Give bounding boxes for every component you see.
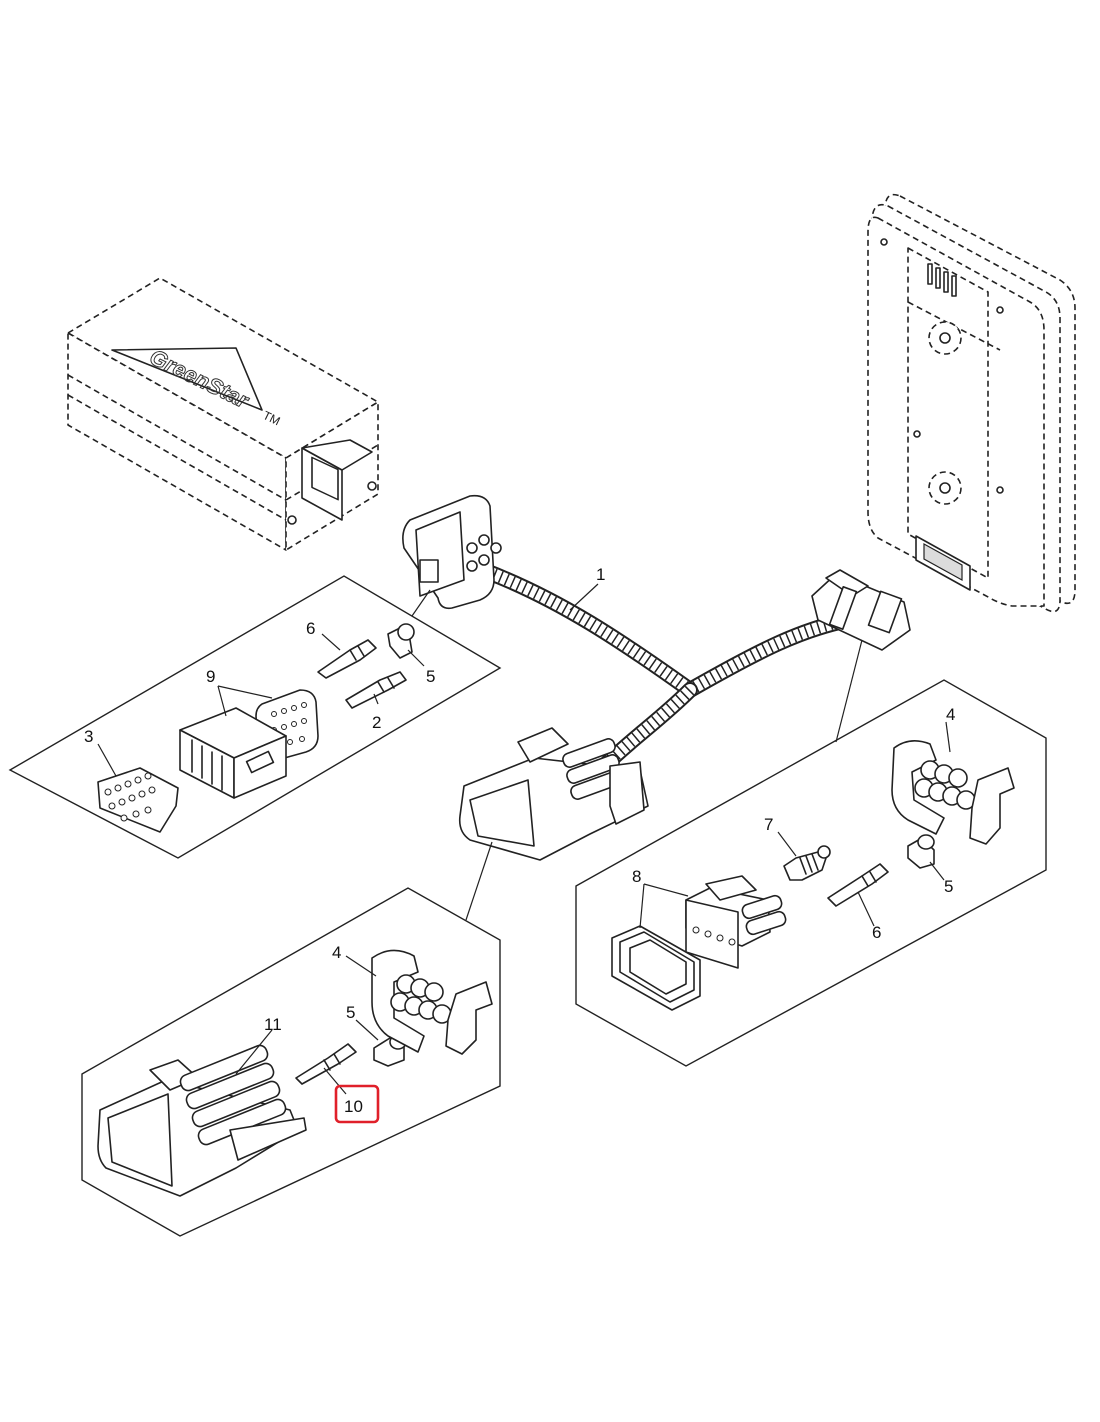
part-2-terminal <box>345 671 407 709</box>
callout-6-right[interactable]: 6 <box>872 923 881 942</box>
callout-11[interactable]: 11 <box>264 1015 282 1034</box>
part-9-connector-body <box>179 707 287 799</box>
display-connector-port <box>915 535 971 591</box>
callout-1[interactable]: 1 <box>596 565 605 584</box>
part-4-wedge-lock-right <box>891 740 1015 845</box>
display-unit <box>867 193 1076 613</box>
callout-5-right[interactable]: 5 <box>944 877 953 896</box>
panel-center-connector-parts: 4 5 11 10 <box>81 841 501 1237</box>
callout-3[interactable]: 3 <box>84 727 93 746</box>
callout-9[interactable]: 9 <box>206 667 215 686</box>
harness-connector-display <box>811 569 911 651</box>
receiver-unit: GreenStar TM <box>67 277 379 551</box>
wiring-harness <box>402 494 911 861</box>
harness-connector-center <box>458 727 649 861</box>
part-8-connector-body <box>685 875 787 969</box>
panel-receiver-connector-parts: 6 5 9 2 3 <box>8 575 502 859</box>
receiver-connector-port <box>287 439 377 525</box>
harness-connector-receiver <box>402 494 502 610</box>
part-7-plug <box>783 845 831 881</box>
part-6-terminal-left <box>317 639 377 679</box>
panel-display-connector-parts: 4 7 5 8 6 <box>575 639 1047 1067</box>
display-knob-bottom <box>928 471 962 505</box>
display-vent <box>927 263 957 297</box>
display-knob-top <box>928 321 962 355</box>
part-5-plug-right <box>907 834 935 869</box>
callout-4-right[interactable]: 4 <box>946 705 955 724</box>
callout-7[interactable]: 7 <box>764 815 773 834</box>
callout-4-bottom[interactable]: 4 <box>332 943 341 962</box>
part-6-terminal-right <box>827 863 889 907</box>
part-11-connector <box>97 1044 307 1197</box>
part-8-seal-stack <box>611 925 701 1011</box>
callout-5-left[interactable]: 5 <box>426 667 435 686</box>
part-10-terminal <box>295 1043 357 1085</box>
part-4-wedge-lock-bottom <box>371 949 493 1055</box>
callout-6-left[interactable]: 6 <box>306 619 315 638</box>
callout-2[interactable]: 2 <box>372 713 381 732</box>
part-3-wedge-lock <box>97 767 179 833</box>
callout-10[interactable]: 10 <box>344 1097 363 1116</box>
trademark-text: TM <box>261 408 283 428</box>
part-5-plug-left <box>387 623 415 659</box>
callout-5-bottom[interactable]: 5 <box>346 1003 355 1022</box>
callout-10-highlight-box <box>334 1084 380 1124</box>
callout-8[interactable]: 8 <box>632 867 641 886</box>
